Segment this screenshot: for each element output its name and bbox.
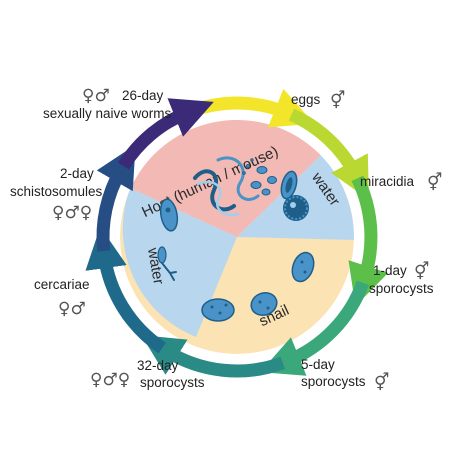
large-egg-illustration	[280, 170, 298, 200]
ring-arrow-sporocysts-1d	[348, 175, 389, 307]
stage-sporocysts-32d-line2: sporocysts	[140, 375, 205, 390]
miracidium-illustration	[283, 195, 309, 221]
stage-miracidia-label: miracidia	[360, 174, 415, 189]
ring-arrow-naive-worms	[117, 98, 214, 170]
stage-sporocysts-5d-sex-symbols: ⚥	[374, 372, 389, 393]
stage-sporocysts-32d-sex-symbols: ♀♂♀	[90, 370, 130, 390]
stage-sporocysts-1d-line1: 1-day	[373, 263, 407, 278]
ring-arrow-cercariae	[85, 226, 166, 354]
stage-eggs-label: eggs	[291, 92, 321, 107]
stage-miracidia: miracidia ⚥	[360, 172, 442, 193]
stage-naive-worms-line2: sexually naive worms	[43, 106, 172, 121]
ring-arrow-schistosomules	[96, 144, 136, 252]
stage-sporocysts-5d-line2: sporocysts	[301, 374, 366, 389]
lifecycle-disc	[120, 120, 354, 354]
eggs-illustration	[242, 158, 277, 196]
cercaria-illustration	[157, 246, 177, 281]
stage-miracidia-sex-symbols: ⚥	[427, 172, 442, 193]
stage-schistosomules-line1: 2-day	[60, 166, 94, 181]
stage-eggs: eggs ⚥	[291, 90, 345, 111]
schistosomule-illustration	[159, 198, 179, 232]
ring-arrow-eggs	[193, 88, 315, 128]
cycle-ring	[85, 88, 389, 378]
stage-schistosomules-line2: schistosomules	[10, 184, 103, 199]
stage-labels: eggs ⚥ miracidia ⚥ 1-day ⚥ sporocysts 5-…	[10, 86, 442, 393]
stage-schistosomules-sex-symbols: ♀♂♀	[52, 203, 92, 223]
host-sector	[130, 120, 321, 237]
water-left-sector	[122, 188, 237, 337]
ring-arrow-miracidia	[288, 108, 369, 200]
organism-illustrations	[157, 156, 315, 322]
stage-naive-worms: ♀♂ 26-day sexually naive worms	[43, 86, 172, 121]
stage-sporocysts-1d-sex-symbols: ⚥	[414, 261, 429, 282]
ring-arrow-sporocysts-32d	[141, 335, 286, 378]
stage-sporocysts-1d-line2: sporocysts	[369, 281, 434, 296]
stage-cercariae-sex-symbols: ♀♂	[58, 299, 86, 319]
stage-eggs-sex-symbols: ⚥	[330, 90, 345, 111]
stage-cercariae: cercariae ♀♂	[34, 277, 90, 319]
stage-sporocysts-32d-line1: 32-day	[137, 358, 179, 373]
stage-sporocysts-5d-line1: 5-day	[301, 357, 335, 372]
stage-sporocysts-5d: 5-day sporocysts ⚥	[301, 357, 389, 393]
stage-naive-worms-sex-symbols: ♀♂	[82, 86, 110, 106]
adult-worms-illustration	[193, 156, 260, 217]
sporocysts-illustration	[201, 251, 315, 322]
stage-cercariae-label: cercariae	[34, 277, 90, 292]
stage-sporocysts-32d: ♀♂♀ 32-day sporocysts	[90, 358, 205, 390]
stage-naive-worms-line1: 26-day	[122, 88, 164, 103]
stage-schistosomules: 2-day schistosomules ♀♂♀	[10, 166, 103, 223]
ring-arrow-sporocysts-5d	[260, 280, 370, 376]
stage-sporocysts-1d: 1-day ⚥ sporocysts	[369, 261, 434, 296]
